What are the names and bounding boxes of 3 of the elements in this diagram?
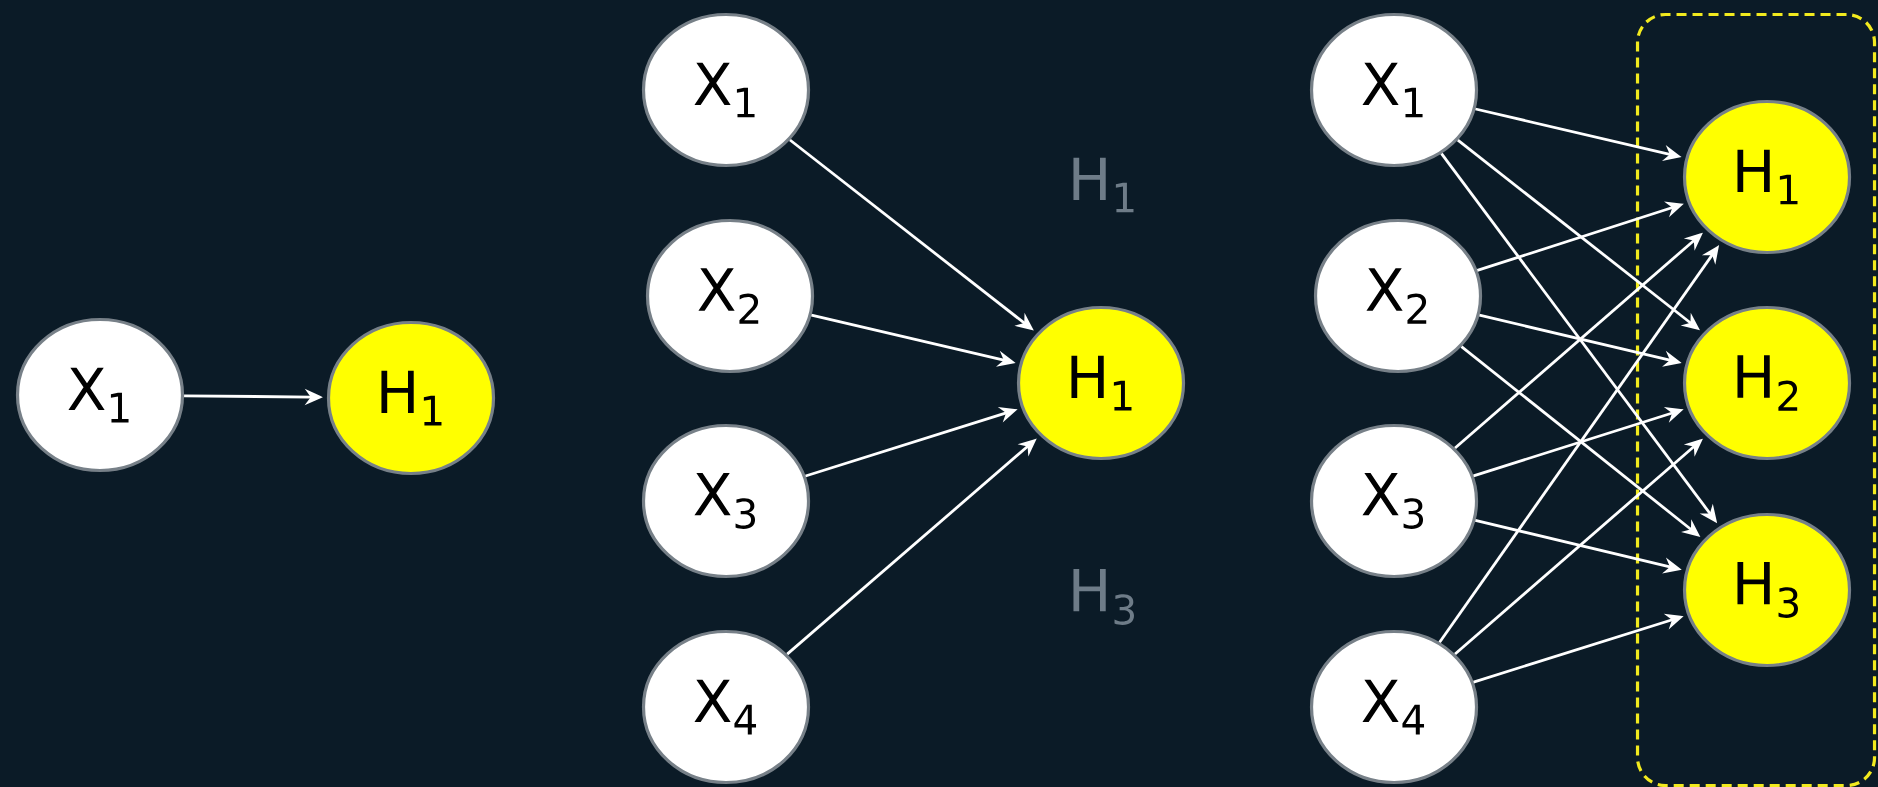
faint-label: H$_{1}$	[1073, 157, 1134, 213]
faint-label: H$_{3}$	[1073, 569, 1134, 625]
dashed-frame	[1635, 12, 1877, 787]
